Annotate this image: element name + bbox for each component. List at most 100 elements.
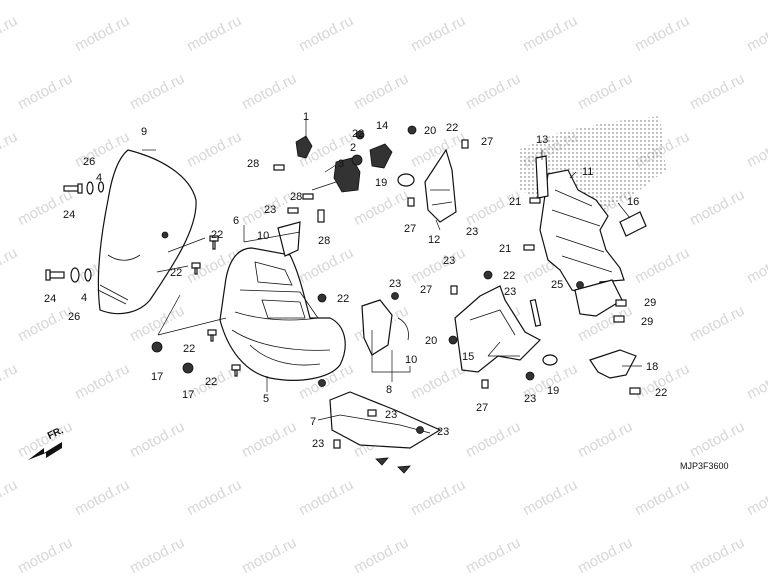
callout-22-i: 22 [655, 387, 668, 399]
bolt-22-e [317, 293, 327, 303]
bolt-21-a [529, 197, 541, 204]
callout-4-upper: 4 [96, 172, 103, 184]
callout-26-lower: 26 [68, 311, 81, 323]
drawing-code: MJP3F3600 [680, 461, 729, 471]
grommet-17-b [182, 362, 194, 374]
grommet-19-upper [397, 173, 415, 187]
callout-23-d: 23 [466, 226, 479, 238]
bolt-22-d [231, 364, 241, 377]
callout-14: 14 [376, 120, 389, 132]
callout-26-upper: 26 [83, 156, 96, 168]
stay-11 [539, 169, 625, 297]
callout-22-d: 22 [170, 267, 183, 279]
callout-25: 25 [551, 279, 564, 291]
callout-28-c: 28 [318, 235, 331, 247]
callout-17-b: 17 [182, 389, 195, 401]
nut-23 [525, 371, 535, 381]
nut-4-lower [84, 268, 92, 282]
callout-22-h: 22 [503, 270, 516, 282]
callout-19-upper: 19 [375, 177, 388, 189]
front-cowl [219, 247, 346, 381]
callout-19-lower: 19 [547, 385, 560, 397]
bolt-23-c [367, 409, 377, 417]
mirror-mount-16 [619, 211, 647, 237]
bolt-23-lower-right [416, 426, 424, 434]
grommet-19-lower [542, 354, 558, 366]
screw-24-upper [63, 183, 83, 194]
callout-29-a: 29 [644, 297, 657, 309]
bolt-27-a [461, 139, 469, 149]
bolt-27-b [407, 197, 415, 207]
bolt-23-top [391, 292, 399, 300]
callout-27-c: 27 [420, 284, 433, 296]
callout-23-f: 23 [524, 393, 537, 405]
callout-23-h: 23 [312, 438, 325, 450]
callout-21-a: 21 [509, 196, 522, 208]
bracket-13 [535, 155, 549, 199]
callout-15: 15 [462, 351, 475, 363]
clip-1 [295, 135, 313, 159]
callout-3: 3 [338, 158, 345, 170]
callout-10-left: 10 [257, 230, 270, 242]
collar-26-upper [86, 181, 94, 195]
bolt-29-b [613, 315, 625, 323]
callout-10-right: 10 [405, 354, 418, 366]
callout-21-b: 21 [499, 243, 512, 255]
callout-18: 18 [646, 361, 659, 373]
callout-23-g: 23 [385, 409, 398, 421]
callout-22-g: 22 [205, 376, 218, 388]
grommet-17-a [151, 341, 163, 353]
windscreen [97, 149, 197, 315]
lower-cover [329, 391, 442, 449]
callout-8: 8 [386, 384, 393, 396]
bolt-22-f [355, 130, 365, 140]
callout-24-upper: 24 [63, 209, 76, 221]
callout-7: 7 [310, 416, 317, 428]
callout-23-i: 23 [437, 426, 450, 438]
front-arrow-icon [28, 442, 62, 460]
callout-4-lower: 4 [81, 292, 88, 304]
clip-14 [369, 143, 393, 169]
bolt-23-mid [287, 207, 299, 214]
callout-11: 11 [582, 166, 594, 178]
bolt-21-b [523, 244, 535, 251]
callout-2: 2 [350, 142, 357, 154]
nut-20-top [407, 125, 417, 135]
callout-22-b: 22 [446, 122, 459, 134]
callout-22-c: 22 [211, 229, 224, 241]
callout-28-b: 28 [290, 191, 303, 203]
callout-23-a: 23 [264, 204, 277, 216]
callout-17-a: 17 [151, 371, 164, 383]
bolt-27-d [450, 285, 458, 295]
callout-23-b: 23 [389, 278, 402, 290]
rod-3 [529, 298, 542, 327]
bolt-25 [576, 281, 584, 289]
bolt-22-g [483, 270, 493, 280]
callout-24-lower: 24 [44, 293, 57, 305]
callout-29-b: 29 [641, 316, 654, 328]
bolt-23-d [333, 439, 341, 449]
callout-1: 1 [303, 111, 310, 123]
callout-27-d: 27 [476, 402, 489, 414]
bolt-22-c [207, 329, 217, 342]
callout-9: 9 [141, 126, 148, 138]
bolt-28-a [273, 164, 285, 171]
callout-20-upper: 20 [424, 125, 437, 137]
callout-23-e: 23 [504, 286, 517, 298]
duct-8 [361, 299, 393, 356]
bolt-22-lower-left [318, 379, 326, 387]
bolt-22-b [191, 262, 201, 275]
callout-6: 6 [233, 215, 240, 227]
bolt-22-a [209, 235, 219, 250]
bolt-28-b [302, 193, 314, 200]
bolt-22-h [629, 387, 641, 395]
callout-16: 16 [627, 196, 640, 208]
callout-27-a: 27 [481, 136, 494, 148]
nut-4-upper [97, 181, 105, 193]
bracket-18 [589, 349, 637, 379]
bracket-12 [424, 148, 457, 223]
bolt-28-c [317, 209, 325, 223]
collar-26-lower [70, 267, 80, 283]
